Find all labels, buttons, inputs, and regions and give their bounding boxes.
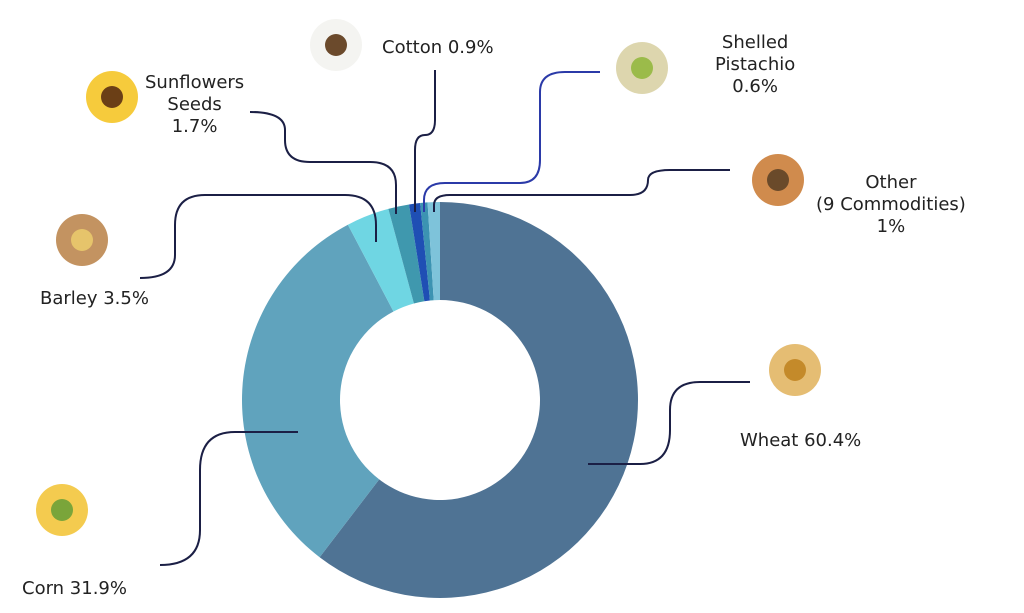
leader-pistachio xyxy=(423,71,600,212)
wheat-icon-center xyxy=(784,359,806,381)
barley-icon-center xyxy=(71,229,93,251)
other-commodities-icon-center xyxy=(767,169,789,191)
leader-other xyxy=(433,169,730,212)
corn-icon-center xyxy=(51,499,73,521)
label-line: Sunflowers xyxy=(145,72,245,93)
sunflower-icon-center xyxy=(101,86,123,108)
label-sunflowers: Sunflowers Seeds 1.7% xyxy=(145,72,244,138)
label-line: (9 Commodities) xyxy=(816,194,966,215)
leader-cotton xyxy=(414,70,436,212)
label-line: Other xyxy=(865,172,917,193)
cotton-icon-center xyxy=(325,34,347,56)
label-line: 0.6% xyxy=(732,76,778,97)
slice-barley xyxy=(347,208,414,312)
label-line: Shelled xyxy=(721,32,789,53)
label-wheat: Wheat 60.4% xyxy=(740,430,862,451)
leader-sunflowers xyxy=(249,111,397,214)
label-corn: Corn 31.9% xyxy=(22,578,127,599)
slice-wheat xyxy=(319,202,639,599)
label-barley: Barley 3.5% xyxy=(40,288,149,309)
slice-other-commodities- xyxy=(427,202,440,301)
label-line: Seeds xyxy=(167,94,222,115)
label-line: 1.7% xyxy=(171,116,218,137)
label-cotton: Cotton 0.9% xyxy=(382,37,494,58)
leader-wheat xyxy=(588,381,750,465)
slice-cotton xyxy=(409,202,430,302)
label-line: 1% xyxy=(876,216,906,237)
slice-shelled-pistachio xyxy=(420,202,434,301)
leader-barley xyxy=(139,194,377,279)
slice-sunflowers-seeds xyxy=(388,204,425,304)
slice-corn xyxy=(242,224,394,558)
leader-corn xyxy=(159,431,298,566)
pistachio-icon-center xyxy=(631,57,653,79)
label-other: Other (9 Commodities) 1% xyxy=(816,172,966,238)
label-pistachio: Shelled Pistachio 0.6% xyxy=(715,32,795,98)
label-line: Pistachio xyxy=(715,54,796,75)
